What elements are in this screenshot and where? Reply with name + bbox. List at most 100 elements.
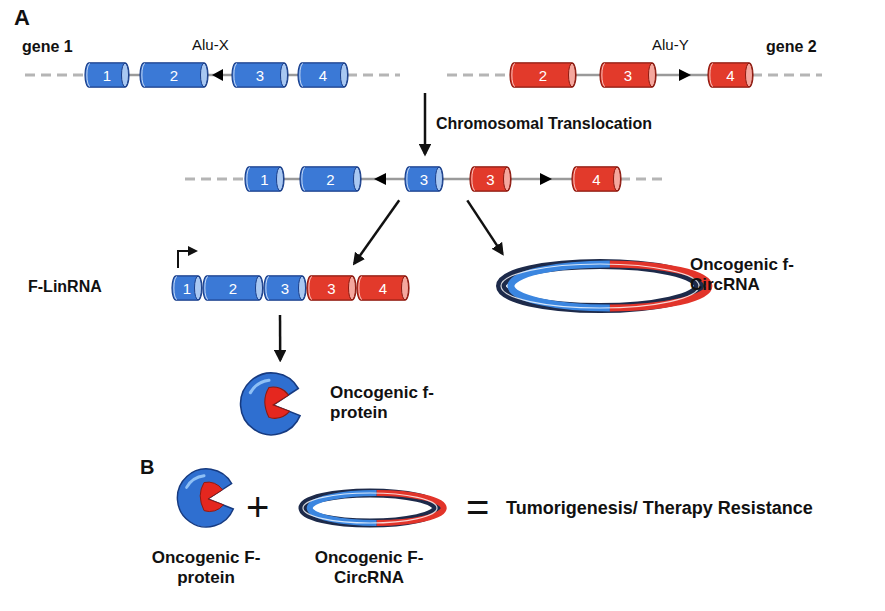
exon-body (245, 167, 284, 191)
exon-cap (354, 167, 361, 191)
exon-box: 1 (85, 62, 129, 88)
process-label: Chromosomal Translocation (436, 115, 652, 133)
circrna-node: Oncogenic f-CircRNA (494, 257, 706, 315)
alu-triangle (540, 173, 552, 185)
equals-sign: = (466, 485, 489, 529)
exon-cap (436, 167, 443, 191)
exon-cap (256, 276, 263, 300)
node-label: Oncogenic f-CircRNA (690, 255, 820, 296)
exon-edge (309, 277, 312, 300)
exon-edge (602, 64, 605, 87)
exon-body (172, 276, 202, 300)
protein-shape (175, 468, 237, 530)
exon-body (357, 276, 409, 300)
rna-name: F-LinRNA (28, 278, 102, 296)
exon-cap (504, 167, 511, 191)
ring-outline (303, 493, 437, 523)
circrna-node: Oncogenic F-CircRNA (297, 487, 443, 529)
exon-number: 3 (232, 62, 288, 88)
ring-blue-half (511, 264, 610, 308)
exon-box: 4 (357, 275, 409, 301)
node-label: Oncogenic F-protein (141, 548, 271, 589)
exon-cap (649, 63, 656, 87)
ring-highlight (303, 493, 437, 523)
exon-cap (402, 276, 409, 300)
exon-number: 3 (470, 166, 511, 192)
ring-highlight (501, 264, 699, 308)
exon-box: 2 (140, 62, 208, 88)
exon-number: 2 (510, 62, 576, 88)
exon-body (300, 167, 361, 191)
panel-letter: A (14, 6, 30, 30)
node-label: Oncogenic F-CircRNA (294, 548, 444, 589)
exon-body (298, 63, 348, 87)
exon-body (232, 63, 288, 87)
exon-box: 3 (470, 166, 511, 192)
exon-cap (614, 167, 621, 191)
exon-edge (300, 64, 303, 87)
exon-box: 3 (264, 275, 306, 301)
flow-arrow (467, 200, 502, 253)
protein-shape (238, 372, 304, 438)
exon-box: 1 (172, 275, 202, 301)
exon-box: 4 (572, 166, 621, 192)
exon-number: 4 (708, 62, 753, 88)
exon-number: 2 (203, 275, 263, 301)
exon-box: 3 (232, 62, 288, 88)
exon-edge (247, 168, 250, 191)
protein-body (177, 469, 233, 527)
exon-body (600, 63, 656, 87)
alu-name: Alu-X (192, 37, 229, 54)
alu-name: Alu-Y (652, 37, 689, 54)
exon-edge (266, 277, 269, 300)
protein-node: Oncogenic f-protein (238, 372, 304, 438)
exon-cap (349, 276, 356, 300)
exon-box: 2 (300, 166, 361, 192)
exon-body (572, 167, 621, 191)
exon-edge (302, 168, 305, 191)
exon-number: 3 (405, 166, 443, 192)
alu-triangle (679, 69, 691, 81)
dashed-backbone (752, 74, 822, 77)
exon-cap (201, 63, 208, 87)
exon-body (203, 276, 263, 300)
exon-edge (205, 277, 208, 300)
node-label: Oncogenic f-protein (330, 383, 460, 424)
exon-box: 3 (307, 275, 356, 301)
exon-cap (341, 63, 348, 87)
exon-body (307, 276, 356, 300)
ring-red-half (377, 493, 444, 523)
alu-triangle (212, 69, 223, 81)
exon-body (85, 63, 129, 87)
exon-edge (512, 64, 515, 87)
exon-number: 4 (572, 166, 621, 192)
flow-arrow (279, 315, 282, 360)
exon-cap (281, 63, 288, 87)
dashed-backbone (25, 74, 85, 77)
dashed-backbone (185, 178, 245, 181)
gene-name: gene 1 (22, 38, 73, 56)
protein-body (241, 373, 301, 435)
flow-arrow (354, 200, 399, 263)
exon-cap (277, 167, 284, 191)
panel-letter: B (140, 456, 154, 478)
exon-number: 1 (245, 166, 284, 192)
exon-number: 3 (307, 275, 356, 301)
exon-body (708, 63, 753, 87)
dashed-backbone (447, 74, 510, 77)
exon-edge (234, 64, 237, 87)
exon-number: 1 (172, 275, 202, 301)
exon-number: 3 (264, 275, 306, 301)
exon-cap (569, 63, 576, 87)
circrna-ring (494, 257, 706, 315)
exon-box: 2 (510, 62, 576, 88)
protein-pocket (200, 482, 223, 511)
circrna-ring (297, 487, 443, 529)
protein-pocket (265, 387, 290, 418)
protein-highlight (187, 476, 204, 488)
exon-box: 4 (298, 62, 348, 88)
exon-box: 3 (405, 166, 443, 192)
exon-number: 4 (298, 62, 348, 88)
exon-box: 3 (600, 62, 656, 88)
